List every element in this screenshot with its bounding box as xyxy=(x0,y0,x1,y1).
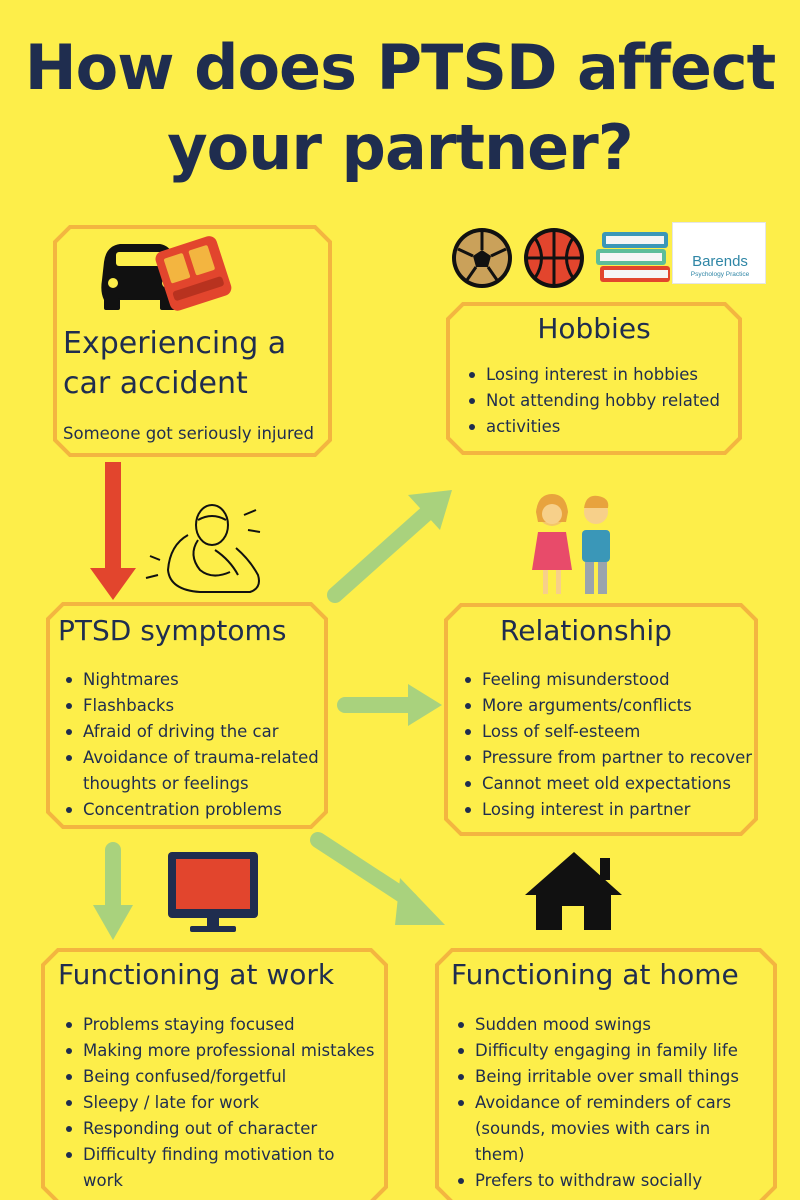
logo-name: Barends xyxy=(692,253,748,270)
relationship-list: Feeling misunderstood More arguments/con… xyxy=(460,667,752,823)
list-item: Losing interest in partner xyxy=(464,797,752,823)
accident-title-line-1: Experiencing a xyxy=(63,326,287,361)
list-item: Nightmares xyxy=(66,667,319,693)
relationship-title: Relationship xyxy=(500,614,672,647)
logo-subtitle: Psychology Practice xyxy=(690,271,750,278)
hobbies-title: Hobbies xyxy=(537,312,651,345)
accident-subtitle: Someone got seriously injured xyxy=(63,424,315,443)
list-item-continuation: work xyxy=(83,1171,123,1190)
accident-title-line-2: car accident xyxy=(63,366,248,401)
relationship-frame xyxy=(444,603,758,836)
list-item: Difficulty finding motivation to xyxy=(65,1142,374,1168)
ptsd-title: PTSD symptoms xyxy=(58,614,287,647)
list-item-continuation: (sounds, movies with cars in xyxy=(475,1119,711,1138)
list-item: Concentration problems xyxy=(66,797,319,823)
accident-frame xyxy=(53,225,332,457)
books-icon xyxy=(596,232,670,282)
distressed-person-icon xyxy=(145,504,261,593)
list-item: Avoidance of reminders of cars xyxy=(458,1090,739,1116)
car-crash-icon xyxy=(101,236,232,311)
arrow-to-home-head xyxy=(395,878,445,925)
work-frame xyxy=(41,948,388,1200)
list-item: Difficulty engaging in family life xyxy=(458,1038,739,1064)
list-item: Being confused/forgetful xyxy=(65,1064,374,1090)
page-title: How does PTSD affect your partner? xyxy=(0,28,800,188)
list-item: Making more professional mistakes xyxy=(65,1038,374,1064)
list-item: Not attending hobby related xyxy=(469,388,720,414)
list-item: Prefers to withdraw socially xyxy=(458,1168,739,1194)
title-line-2: your partner? xyxy=(167,111,633,184)
list-item-continuation: them) xyxy=(475,1145,525,1164)
list-item: Feeling misunderstood xyxy=(464,667,752,693)
list-item: Sleepy / late for work xyxy=(65,1090,374,1116)
green-arrows xyxy=(93,490,452,940)
list-item: Responding out of character xyxy=(65,1116,374,1142)
house-icon xyxy=(525,852,622,930)
hobbies-list: Losing interest in hobbies Not attending… xyxy=(464,362,720,440)
title-line-1: How does PTSD affect xyxy=(24,31,777,104)
list-item: Flashbacks xyxy=(66,693,319,719)
box-frames xyxy=(41,225,777,1200)
barends-logo: Barends Psychology Practice xyxy=(672,222,766,284)
couple-icon xyxy=(532,494,610,594)
basketball-icon xyxy=(524,228,584,288)
arrow-to-hobbies xyxy=(327,504,436,603)
home-title: Functioning at home xyxy=(451,958,739,991)
list-item: Problems staying focused xyxy=(65,1012,374,1038)
list-item-continuation: thoughts or feelings xyxy=(83,774,249,793)
ptsd-list: Nightmares Flashbacks Afraid of driving … xyxy=(61,667,319,823)
list-item: Losing interest in hobbies xyxy=(469,362,720,388)
hobbies-frame xyxy=(446,302,742,455)
list-item: Loss of self-esteem xyxy=(464,719,752,745)
red-down-arrow xyxy=(90,462,136,600)
list-item: activities xyxy=(469,414,720,440)
arrow-to-home xyxy=(310,832,418,908)
list-item: Being irritable over small things xyxy=(458,1064,739,1090)
list-item: Pressure from partner to recover xyxy=(464,745,752,771)
list-item: Sudden mood swings xyxy=(458,1012,739,1038)
home-list: Sudden mood swings Difficulty engaging i… xyxy=(453,1012,739,1194)
accident-title: Experiencing a car accident xyxy=(63,324,286,404)
list-item: More arguments/conflicts xyxy=(464,693,752,719)
list-item: Afraid of driving the car xyxy=(66,719,319,745)
monitor-icon xyxy=(168,852,258,932)
arrow-to-hobbies-head xyxy=(408,490,452,530)
arrow-to-relationship-head xyxy=(408,684,442,726)
soccer-ball-icon xyxy=(452,228,512,288)
list-item: Cannot meet old expectations xyxy=(464,771,752,797)
home-frame xyxy=(435,948,777,1200)
work-list: Problems staying focused Making more pro… xyxy=(61,1012,374,1194)
arrow-to-work-head xyxy=(93,905,133,940)
list-item: Avoidance of trauma-related xyxy=(66,745,319,771)
ptsd-frame xyxy=(46,602,328,829)
work-title: Functioning at work xyxy=(58,958,335,991)
